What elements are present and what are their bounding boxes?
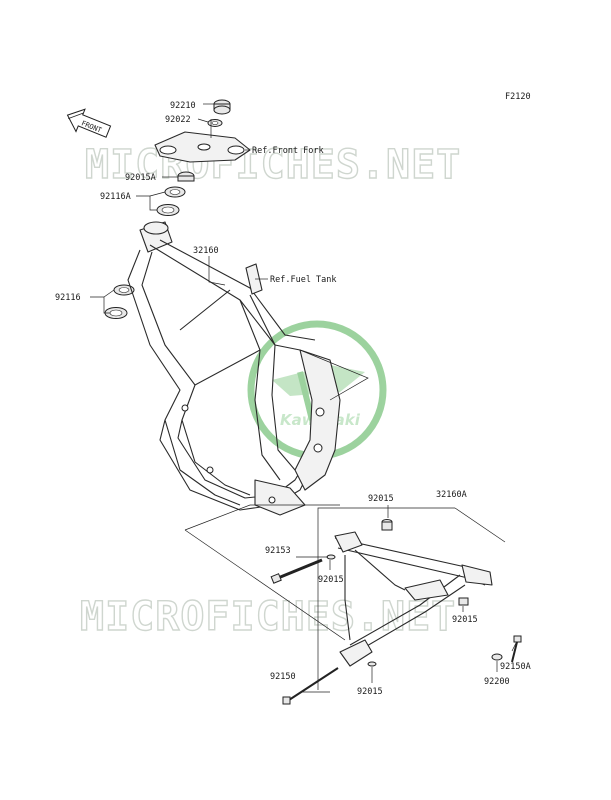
guide-line (299, 349, 369, 401)
bearing-92116A-icon (156, 186, 186, 216)
collar-92015-bottom-icon (367, 661, 377, 667)
label-92153: 92153 (265, 546, 291, 556)
label-92015-bottom: 92015 (357, 687, 383, 697)
cap-92210-icon (213, 99, 231, 115)
washer-92022-icon (207, 119, 223, 127)
watermark-top: MICROFICHES.NET (85, 142, 461, 188)
watermark-bottom: MICROFICHES.NET (80, 594, 456, 640)
label-92015-top: 92015 (368, 494, 394, 504)
nut-92015A-icon (177, 171, 195, 182)
collar-92015-right-icon (458, 597, 469, 606)
front-arrow-icon: FRONT (66, 108, 112, 138)
washer-92200-icon (491, 653, 503, 661)
label-92022: 92022 (165, 115, 191, 125)
label-32160A: 32160A (436, 490, 467, 500)
fuel-tank-bracket-icon (245, 263, 263, 295)
label-92150: 92150 (270, 672, 296, 682)
guide-line (184, 504, 340, 531)
label-92210: 92210 (170, 101, 196, 111)
label-92200: 92200 (484, 677, 510, 687)
label-92015A: 92015A (125, 173, 156, 183)
main-frame-32160 (127, 221, 341, 516)
bolt-92150-icon (282, 667, 339, 705)
collar-92015-mid-icon (326, 554, 336, 560)
subframe-32160A (334, 531, 493, 667)
label-ref-front-fork[interactable]: Ref.Front Fork (252, 146, 324, 156)
label-92015-right: 92015 (452, 615, 478, 625)
bolt-92150A-icon (511, 635, 522, 663)
label-32160: 32160 (193, 246, 219, 256)
label-ref-fuel-tank[interactable]: Ref.Fuel Tank (270, 275, 337, 285)
label-92150A: 92150A (500, 662, 531, 672)
collar-92015-top-icon (381, 519, 393, 531)
label-92116A: 92116A (100, 192, 131, 202)
group-bracket (317, 507, 455, 690)
label-92015-mid: 92015 (318, 575, 344, 585)
bearing-92116-icon (104, 284, 135, 319)
leader-lines (90, 103, 517, 693)
label-92116: 92116 (55, 293, 81, 303)
upper-clamp-icon (154, 131, 251, 163)
bolt-92153-icon (270, 558, 323, 584)
diagram-code: F2120 (505, 92, 531, 102)
group-bracket (454, 507, 506, 543)
